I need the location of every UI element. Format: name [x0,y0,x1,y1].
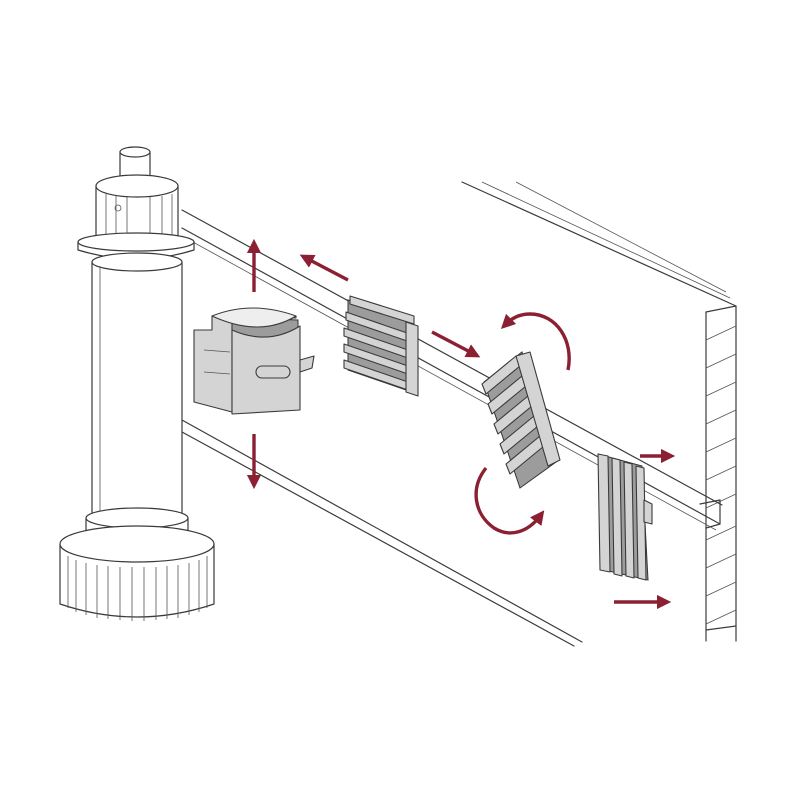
panel-ribs [705,325,737,625]
plinth-clip-horizontal [343,295,419,397]
plinth-clip-tilted [481,351,561,489]
knurl-ridges [67,556,208,621]
rotate-arrows [474,312,571,535]
rotate-arrow-bottom-icon [474,466,545,535]
arrow-upleft-icon [299,254,349,282]
rotate-arrow-top-icon [500,312,571,371]
push-toward-panel-arrows [614,448,676,610]
slide-along-rail-arrow [299,254,481,358]
leg-clamp [193,307,315,415]
plinth-panel [461,181,737,642]
adjustable-leg [59,146,215,621]
arrow-downright-icon [431,330,481,358]
lower-rail [181,419,583,647]
plinth-clip-vertical [597,453,653,581]
